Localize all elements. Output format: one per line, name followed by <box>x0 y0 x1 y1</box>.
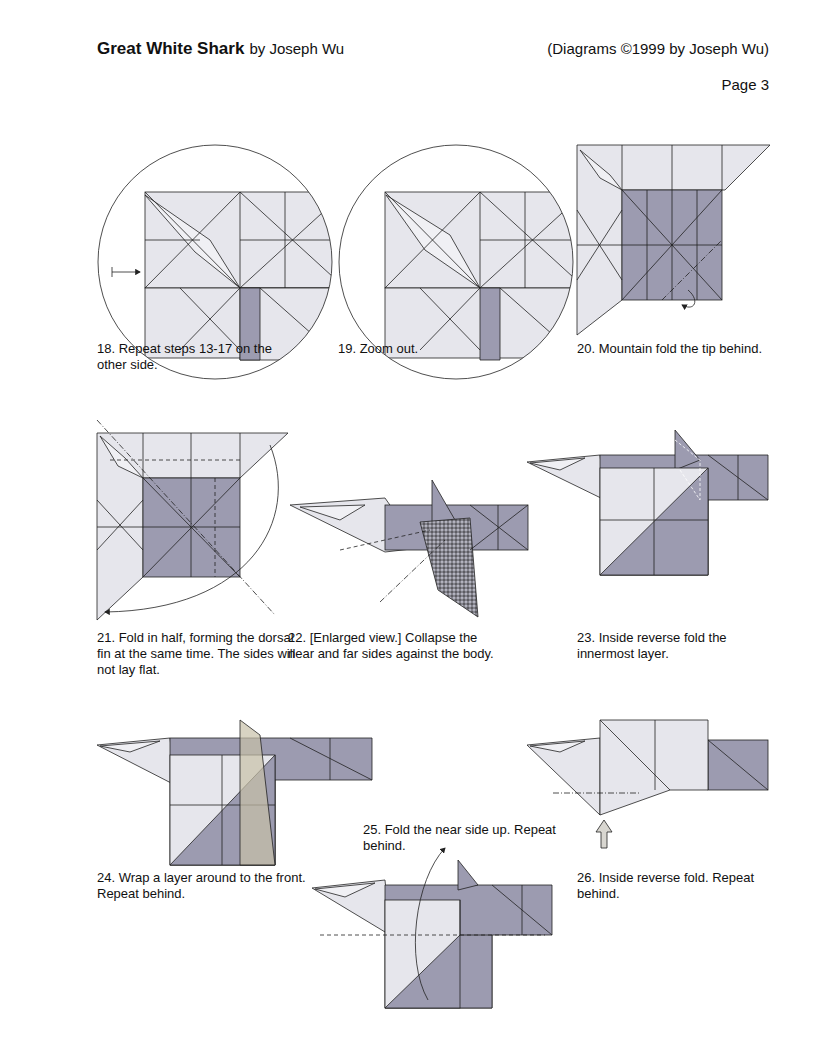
step-caption: 24. Wrap a layer around to the front. Re… <box>97 870 307 902</box>
step-19-figure <box>339 145 585 379</box>
step-23-figure <box>527 430 768 575</box>
step-25-figure <box>312 848 552 1008</box>
step-22-figure <box>290 480 528 617</box>
step-18-figure <box>98 145 345 379</box>
step-24-figure <box>97 720 372 865</box>
step-caption: 25. Fold the near side up. Repeat behind… <box>363 822 563 854</box>
step-26-figure <box>527 720 768 848</box>
step-20-figure <box>577 145 770 335</box>
step-caption: 21. Fold in half, forming the dorsal fin… <box>97 630 302 678</box>
page-number: Page 3 <box>569 75 769 95</box>
copyright-note: (Diagrams ©1999 by Joseph Wu) <box>439 39 769 59</box>
step-21-figure <box>97 420 288 620</box>
step-caption: 20. Mountain fold the tip behind. <box>577 341 782 357</box>
step-caption: 22. [Enlarged view.] Collapse the near a… <box>288 630 498 662</box>
author-byline: by Joseph Wu <box>249 39 344 59</box>
step-caption: 26. Inside reverse fold. Repeat behind. <box>577 870 782 902</box>
step-caption: 19. Zoom out. <box>338 341 543 357</box>
step-caption: 23. Inside reverse fold the innermost la… <box>577 630 782 662</box>
page-title: Great White Shark <box>97 39 244 59</box>
step-caption: 18. Repeat steps 13-17 on the other side… <box>97 341 302 373</box>
